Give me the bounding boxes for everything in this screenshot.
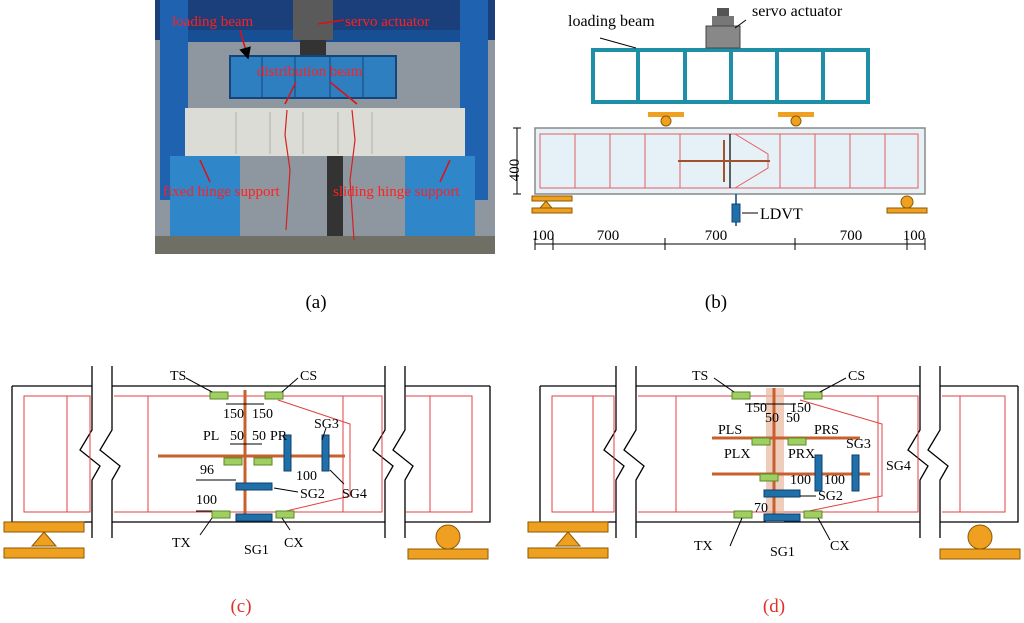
label-b-loading-beam: loading beam — [568, 13, 655, 30]
label-c-sg4: SG4 — [342, 487, 367, 502]
label-b-servo-actuator: servo actuator — [752, 3, 843, 20]
label-d-ts: TS — [692, 369, 708, 384]
caption-b: (b) — [704, 292, 728, 313]
servo-actuator-icon — [705, 8, 741, 49]
caption-c: (c) — [230, 596, 252, 617]
label-a-sliding-hinge: sliding hinge support — [333, 184, 460, 200]
label-a-distribution-beam: distribution beam — [257, 64, 363, 80]
label-d-plx: PLX — [724, 447, 750, 462]
label-c-d50a: 50 — [230, 429, 244, 444]
dim-b-1: 700 — [597, 228, 620, 244]
label-c-d100b: 100 — [196, 493, 217, 508]
label-d-pls: PLS — [718, 423, 742, 438]
label-c-sg1: SG1 — [244, 543, 269, 558]
label-c-ts: TS — [170, 369, 186, 384]
label-c-d100a: 100 — [296, 469, 317, 484]
label-d-d150a: 150 — [746, 401, 767, 416]
label-d-sg2: SG2 — [818, 489, 843, 504]
caption-d: (d) — [762, 596, 786, 617]
panel-c-members — [158, 390, 345, 520]
panel-b-specimen — [534, 127, 926, 195]
panel-c-leaders — [185, 377, 345, 536]
label-d-d150b: 150 — [790, 401, 811, 416]
label-d-prx: PRX — [788, 447, 815, 462]
label-d-d50b: 50 — [786, 411, 800, 426]
panel-d-members — [712, 388, 870, 520]
label-c-pl: PL — [203, 429, 219, 444]
label-d-tx: TX — [694, 539, 713, 554]
panel-d-gauges — [731, 391, 860, 522]
panel-a-photo — [155, 0, 495, 254]
caption-a: (a) — [305, 292, 327, 313]
label-d-cx: CX — [830, 539, 849, 554]
panel-d-supports — [527, 521, 1021, 560]
panel-b-loading-frame — [591, 48, 870, 104]
label-c-cx: CX — [284, 536, 303, 551]
panel-b-supports — [531, 195, 928, 214]
label-d-sg4: SG4 — [886, 459, 911, 474]
label-c-d150a: 150 — [223, 407, 244, 422]
panel-c-gauges — [209, 391, 330, 522]
ldvt-icon — [731, 194, 741, 226]
label-c-sg2: SG2 — [300, 487, 325, 502]
label-c-tx: TX — [172, 536, 191, 551]
label-d-cs: CS — [848, 369, 865, 384]
label-c-d96: 96 — [200, 463, 214, 478]
label-c-pr: PR — [270, 429, 288, 444]
distribution-rollers — [648, 112, 814, 127]
label-d-d70: 70 — [754, 501, 768, 516]
label-c-d150b: 150 — [252, 407, 273, 422]
label-a-loading-beam: loading beam — [172, 14, 254, 30]
label-c-sg3: SG3 — [314, 417, 339, 432]
label-d-d50a: 50 — [765, 411, 779, 426]
label-d-sg3: SG3 — [846, 437, 871, 452]
label-c-d50b: 50 — [252, 429, 266, 444]
label-d-sg1: SG1 — [770, 545, 795, 560]
dim-b-2: 700 — [705, 228, 728, 244]
panel-c-rebar-cage — [23, 395, 473, 513]
label-a-fixed-hinge: fixed hinge support — [163, 184, 280, 200]
panel-c-supports — [3, 521, 489, 560]
dim-b-height: 400 — [507, 159, 523, 182]
dim-b-4: 100 — [903, 228, 926, 244]
label-a-servo-actuator: servo actuator — [345, 14, 430, 30]
label-d-d100b: 100 — [824, 473, 845, 488]
dim-b-3: 700 — [840, 228, 863, 244]
label-c-cs: CS — [300, 369, 317, 384]
label-d-d100a: 100 — [790, 473, 811, 488]
dim-b-0: 100 — [532, 228, 555, 244]
label-b-ldvt: LDVT — [760, 206, 803, 223]
panel-d-outline — [539, 366, 1019, 538]
panel-d-leaders — [713, 377, 847, 547]
panel-c-outline — [11, 366, 491, 538]
label-d-prs: PRS — [814, 423, 839, 438]
